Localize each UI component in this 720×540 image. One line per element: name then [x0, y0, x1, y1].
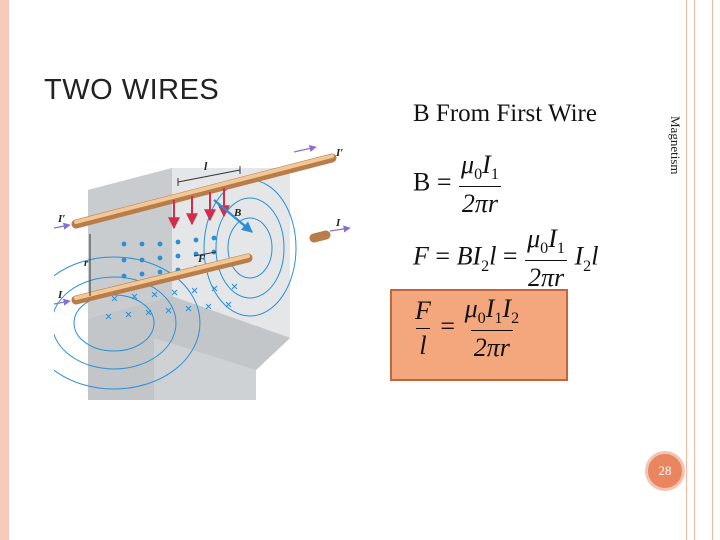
page-number-badge: 28: [645, 451, 685, 491]
eq-symbol: B: [456, 241, 473, 271]
eq-subscript: 1: [556, 240, 565, 258]
eq-operator: =: [440, 311, 456, 341]
eq-symbol: μ: [527, 224, 541, 253]
label-i-prime-left: I′: [57, 213, 65, 225]
field-line: [227, 217, 273, 279]
highlight-box: [390, 289, 568, 381]
current-arrow: [54, 298, 71, 306]
eq-symbol: F: [413, 241, 429, 271]
eq-operator: =: [435, 241, 451, 271]
fraction: F l: [412, 296, 434, 361]
eq-numerator: F: [415, 296, 431, 326]
block-lower-front: [154, 338, 256, 400]
eq-symbol: I: [472, 241, 482, 271]
eq-subscript: 1: [490, 166, 499, 184]
eq-symbol: B: [413, 167, 431, 197]
label-r: r: [84, 257, 89, 269]
label-length: l: [204, 159, 208, 173]
eq-subscript: 1: [494, 310, 503, 328]
equation-force: F = BI2l = μ0I1 2πr I2l: [413, 224, 598, 293]
field-line: [215, 197, 285, 299]
two-wires-figure: I′ I′ I I l r B F: [54, 144, 351, 400]
current-arrow: [54, 222, 71, 230]
right-rule: [712, 0, 713, 540]
label-i-right: I: [335, 217, 341, 229]
eq-symbol: μ: [461, 150, 475, 179]
length-bracket: [177, 166, 241, 186]
b-vector-arrow: [213, 199, 253, 233]
eq-subscript: 0: [540, 240, 549, 258]
wire-stub: [309, 230, 331, 243]
equation-force-per-length: F l = μ0I1I2 2πr: [412, 294, 522, 363]
right-rule: [694, 0, 695, 540]
bottom-wire-highlight: [74, 254, 250, 300]
left-border-band: [0, 0, 9, 540]
eq-subscript: 0: [474, 166, 483, 184]
top-wire-highlight: [74, 154, 334, 224]
f-vector-arrow: [193, 251, 217, 257]
eq-subscript: 2: [583, 257, 592, 275]
eq-symbol: I: [502, 294, 512, 323]
eq-denominator: l: [416, 328, 430, 361]
equation-b-field: B = μ0I1 2πr: [413, 150, 502, 219]
eq-denominator: 2πr: [458, 186, 502, 219]
field-line: [54, 276, 177, 370]
eq-operator: =: [502, 241, 518, 271]
slide-title: TWO WIRES: [44, 74, 220, 106]
right-rule: [686, 0, 687, 540]
eq-subscript: 0: [477, 310, 486, 328]
eq-subscript: 2: [481, 257, 490, 275]
eq-denominator: 2πr: [470, 330, 513, 363]
eq-subscript: 2: [511, 310, 520, 328]
label-b-vector: B: [233, 207, 241, 219]
eq-symbol: μ: [464, 294, 478, 323]
eq-symbol: l: [591, 241, 599, 271]
fraction: μ0I1 2πr: [458, 150, 502, 219]
eq-symbol: I: [482, 150, 491, 179]
current-arrow: [329, 225, 351, 233]
field-crosses: [105, 283, 238, 320]
page-number: 28: [658, 463, 672, 478]
eq-symbol: l: [489, 241, 497, 271]
label-i-prime-top: I′: [335, 147, 343, 159]
current-arrow: [293, 144, 317, 153]
eq-symbol: I: [548, 224, 557, 253]
eq-denominator: 2πr: [524, 260, 568, 293]
eq-symbol: I: [485, 294, 495, 323]
fraction: μ0I1I2 2πr: [462, 294, 523, 363]
label-i-bottom: I: [57, 289, 63, 301]
field-line: [54, 256, 201, 390]
field-dots: [121, 235, 217, 279]
label-f-vector: F: [197, 253, 206, 265]
subheading: B From First Wire: [413, 100, 597, 127]
fraction: μ0I1 2πr: [524, 224, 568, 293]
side-label: Magnetism: [668, 116, 683, 175]
eq-operator: =: [436, 167, 452, 197]
eq-symbol: I: [574, 241, 584, 271]
